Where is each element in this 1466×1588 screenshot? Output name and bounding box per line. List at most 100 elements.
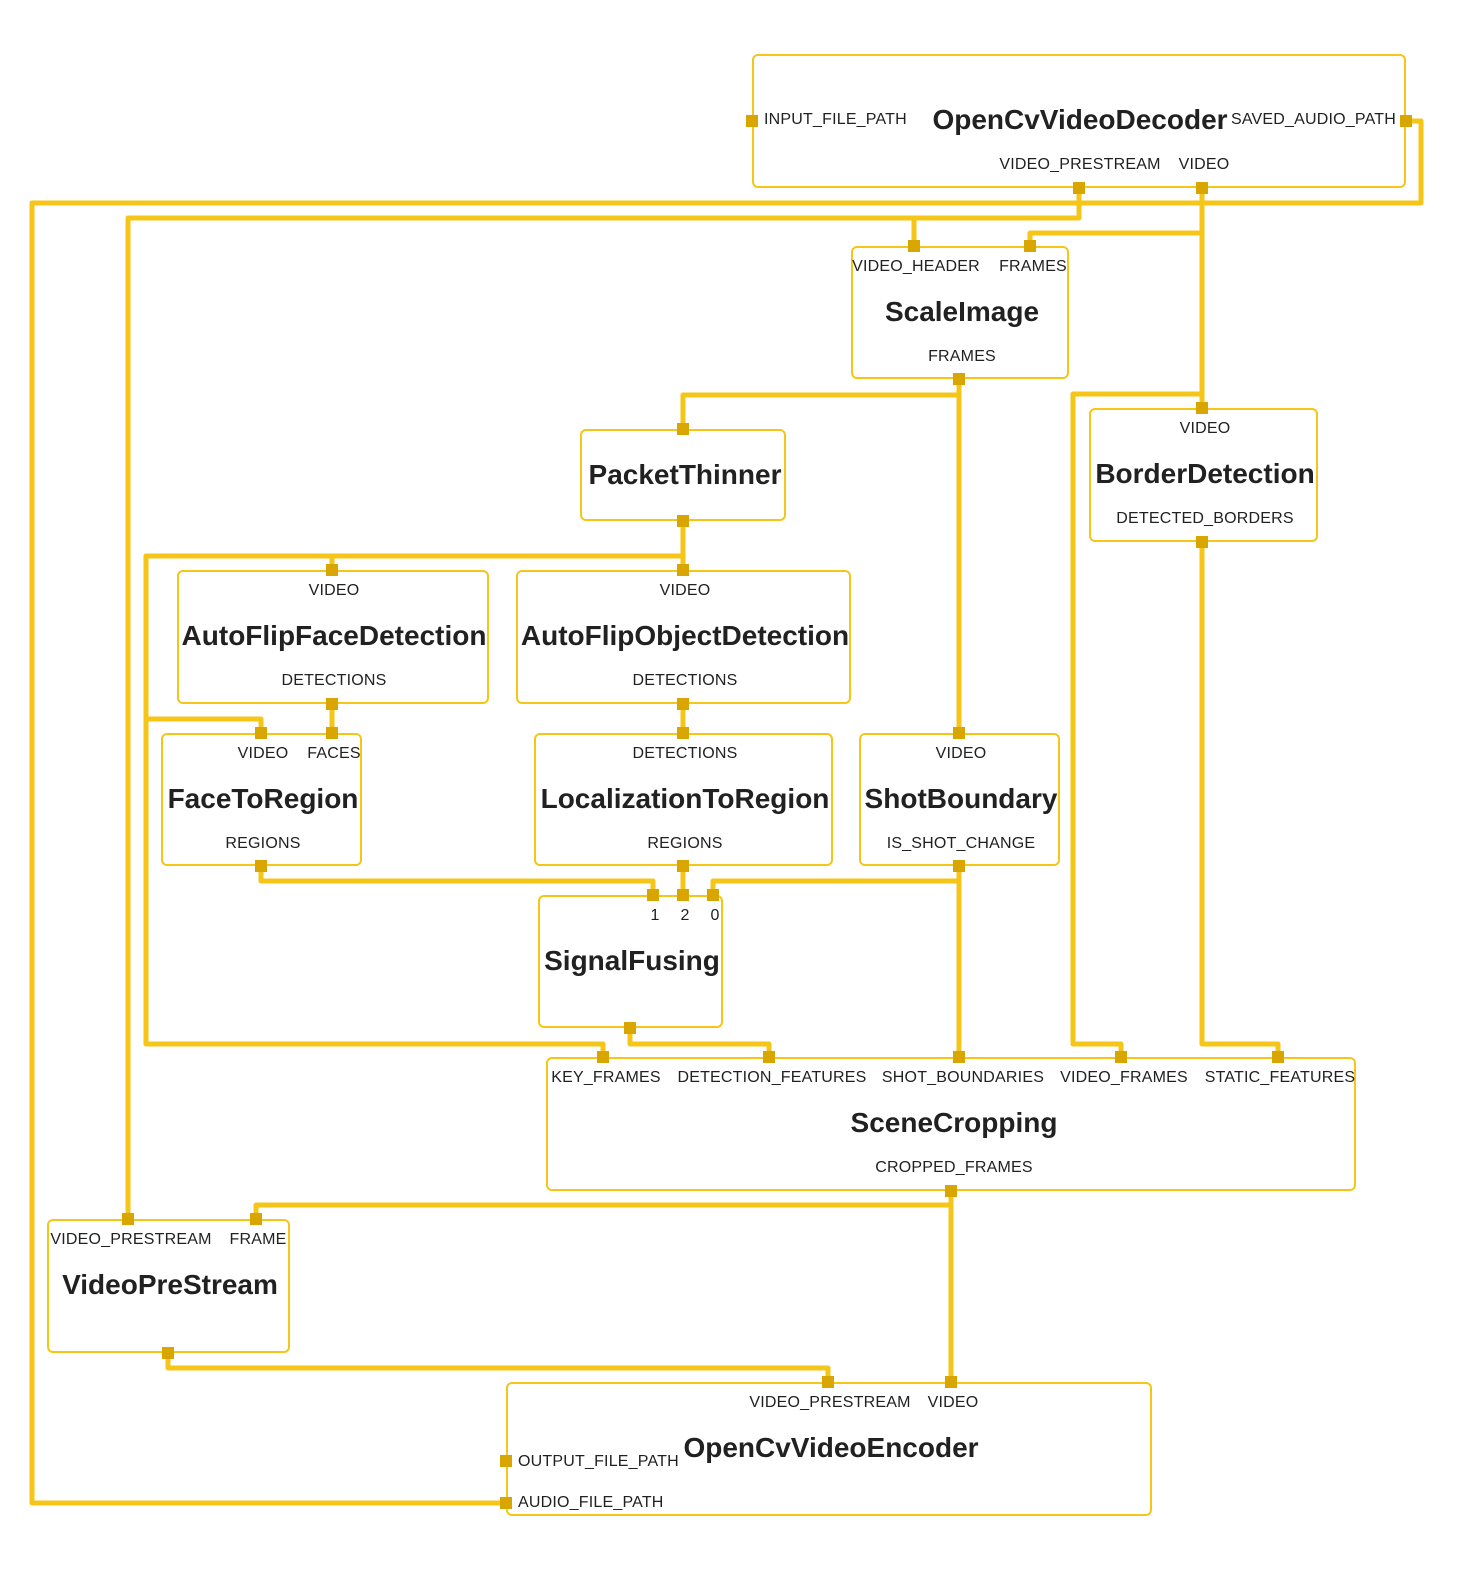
port-vps-out[interactable] <box>162 1347 174 1359</box>
port-label-video: VIDEO <box>1179 420 1231 437</box>
edge-border-to-scene-static <box>1199 542 1281 1057</box>
node-title: AutoFlipFaceDetection <box>181 620 487 651</box>
edge-fusing-to-scene-detfeat <box>627 1028 772 1057</box>
port-label-detections: DETECTIONS <box>632 672 738 689</box>
edge-thinner-to-f2r-video <box>146 716 264 733</box>
port-fusing-out[interactable] <box>624 1022 636 1034</box>
node-title: ShotBoundary <box>864 783 1058 814</box>
port-decoder-input-file-path[interactable] <box>746 115 758 127</box>
port-label-video: VIDEO <box>935 745 987 762</box>
port-label-shot-boundaries: SHOT_BOUNDARIES <box>881 1069 1045 1086</box>
port-encoder-video-prestream[interactable] <box>822 1376 834 1388</box>
port-thinner-out[interactable] <box>677 515 689 527</box>
port-label-output-file-path: OUTPUT_FILE_PATH <box>518 1453 679 1470</box>
edge-decoder-prestream-to-scale-header <box>911 215 1079 246</box>
port-fusing-1[interactable] <box>647 889 659 901</box>
port-face-video[interactable] <box>326 564 338 576</box>
node-title: OpenCvVideoEncoder <box>683 1432 979 1463</box>
edge-shot-to-fusing-0 <box>710 866 962 895</box>
port-f2r-video[interactable] <box>255 727 267 739</box>
port-label-1: 1 <box>650 907 660 924</box>
port-border-detected-borders[interactable] <box>1196 536 1208 548</box>
port-scene-shot-boundaries[interactable] <box>953 1051 965 1063</box>
port-decoder-video[interactable] <box>1196 182 1208 194</box>
port-decoder-saved-audio-path[interactable] <box>1400 115 1412 127</box>
node-video-pre-stream[interactable]: VideoPreStream VIDEO_PRESTREAM FRAME <box>47 1219 290 1353</box>
port-border-video[interactable] <box>1196 402 1208 414</box>
port-label-key-frames: KEY_FRAMES <box>551 1069 661 1086</box>
port-scale-frames-out[interactable] <box>953 373 965 385</box>
port-label-video-prestream: VIDEO_PRESTREAM <box>749 1394 911 1411</box>
edge-f2r-to-fusing-1 <box>258 866 656 895</box>
port-label-saved-audio-path: SAVED_AUDIO_PATH <box>1230 111 1396 128</box>
port-label-video-frames: VIDEO_FRAMES <box>1060 1069 1188 1086</box>
port-f2r-faces[interactable] <box>326 727 338 739</box>
port-label-faces: FACES <box>307 745 361 762</box>
node-title: SignalFusing <box>544 945 720 976</box>
port-decoder-video-prestream[interactable] <box>1073 182 1085 194</box>
node-opencv-video-encoder[interactable]: OpenCvVideoEncoder VIDEO_PRESTREAM VIDEO… <box>506 1382 1152 1516</box>
port-fusing-0[interactable] <box>707 889 719 901</box>
node-title: PacketThinner <box>588 459 782 490</box>
node-title: LocalizationToRegion <box>540 783 830 814</box>
node-title: OpenCvVideoDecoder <box>932 104 1228 135</box>
port-shot-video[interactable] <box>953 727 965 739</box>
edge-decoder-audio-to-encoder <box>29 118 1424 1506</box>
port-label-detection-features: DETECTION_FEATURES <box>677 1069 867 1086</box>
port-scene-cropped-frames[interactable] <box>945 1185 957 1197</box>
node-signal-fusing[interactable]: SignalFusing 1 2 0 <box>538 895 723 1028</box>
node-face-to-region[interactable]: FaceToRegion VIDEO FACES REGIONS <box>161 733 362 866</box>
port-label-cropped-frames: CROPPED_FRAMES <box>875 1159 1033 1176</box>
port-face-detections[interactable] <box>326 698 338 710</box>
port-label-video: VIDEO <box>308 582 360 599</box>
port-label-frames-in: FRAMES <box>999 258 1067 275</box>
node-autoflip-object-detection[interactable]: AutoFlipObjectDetection VIDEO DETECTIONS <box>516 570 851 704</box>
edge-scene-to-videoprestream-frame <box>253 1202 951 1219</box>
edge-scale-to-thinner <box>680 379 962 429</box>
port-scene-static-features[interactable] <box>1272 1051 1284 1063</box>
port-f2r-regions[interactable] <box>255 860 267 872</box>
port-object-detections[interactable] <box>677 698 689 710</box>
node-scale-image[interactable]: ScaleImage VIDEO_HEADER FRAMES FRAMES <box>851 246 1069 379</box>
node-shot-boundary[interactable]: ShotBoundary VIDEO IS_SHOT_CHANGE <box>859 733 1060 866</box>
node-title: VideoPreStream <box>62 1269 278 1300</box>
node-title: BorderDetection <box>1095 458 1315 489</box>
port-label-input-file-path: INPUT_FILE_PATH <box>764 111 907 128</box>
port-label-static-features: STATIC_FEATURES <box>1204 1069 1356 1086</box>
port-label-audio-file-path: AUDIO_FILE_PATH <box>518 1494 664 1511</box>
port-encoder-audio-file-path[interactable] <box>500 1497 512 1509</box>
port-label-detections: DETECTIONS <box>632 745 738 762</box>
port-scene-key-frames[interactable] <box>597 1051 609 1063</box>
port-shot-is-shot-change[interactable] <box>953 860 965 872</box>
port-thinner-in[interactable] <box>677 423 689 435</box>
node-title: FaceToRegion <box>167 783 359 814</box>
port-scale-video-header[interactable] <box>908 240 920 252</box>
node-autoflip-face-detection[interactable]: AutoFlipFaceDetection VIDEO DETECTIONS <box>177 570 489 704</box>
node-packet-thinner[interactable]: PacketThinner <box>580 429 786 521</box>
edge-decoder-video-to-scene-vframes <box>1070 391 1202 1057</box>
port-vps-video-prestream[interactable] <box>122 1213 134 1225</box>
port-label-regions: REGIONS <box>225 835 301 852</box>
port-fusing-2[interactable] <box>677 889 689 901</box>
port-encoder-output-file-path[interactable] <box>500 1455 512 1467</box>
port-label-detections: DETECTIONS <box>281 672 387 689</box>
edge-decoder-video-to-scale-frames <box>1027 188 1205 246</box>
node-localization-to-region[interactable]: LocalizationToRegion DETECTIONS REGIONS <box>534 733 833 866</box>
node-title: ScaleImage <box>884 296 1040 327</box>
edge-videoprestream-to-encoder <box>165 1353 831 1382</box>
port-vps-frame[interactable] <box>250 1213 262 1225</box>
port-label-video-prestream: VIDEO_PRESTREAM <box>999 156 1161 173</box>
port-encoder-video[interactable] <box>945 1376 957 1388</box>
port-l2r-detections[interactable] <box>677 727 689 739</box>
node-border-detection[interactable]: BorderDetection VIDEO DETECTED_BORDERS <box>1089 408 1318 542</box>
edge-thinner-to-f2r-and-scene-key <box>143 553 606 1057</box>
port-object-video[interactable] <box>677 564 689 576</box>
port-label-is-shot-change: IS_SHOT_CHANGE <box>886 835 1036 852</box>
node-opencv-video-decoder[interactable]: OpenCvVideoDecoder INPUT_FILE_PATH SAVED… <box>752 54 1406 188</box>
port-scale-frames-in[interactable] <box>1024 240 1036 252</box>
port-label-2: 2 <box>680 907 690 924</box>
port-l2r-regions[interactable] <box>677 860 689 872</box>
node-scene-cropping[interactable]: SceneCropping KEY_FRAMES DETECTION_FEATU… <box>546 1057 1356 1191</box>
port-scene-video-frames[interactable] <box>1115 1051 1127 1063</box>
port-scene-detection-features[interactable] <box>763 1051 775 1063</box>
